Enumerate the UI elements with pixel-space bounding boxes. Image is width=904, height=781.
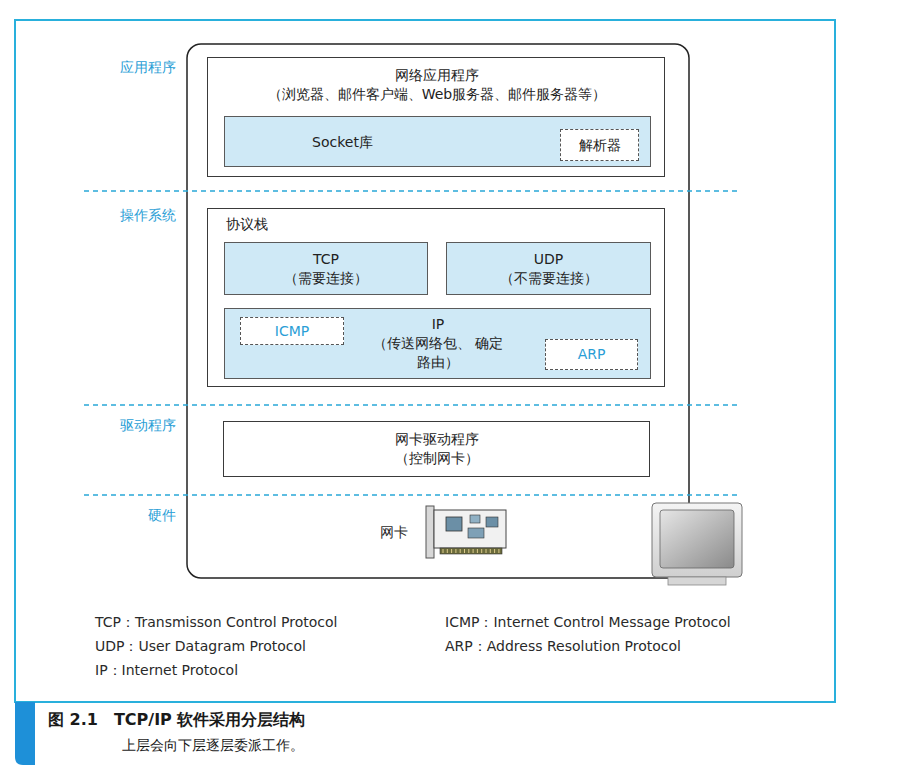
caption-bar (15, 702, 35, 765)
application-box: 网络应用程序（浏览器、邮件客户端、Web服务器、邮件服务器等） Socket库 解析… (207, 57, 665, 177)
node-text: 网卡驱动程序 (395, 430, 479, 449)
node-text: 协议栈 (226, 215, 426, 234)
abbreviation-note: ICMP：Internet Control Message Protocol (445, 613, 731, 631)
figure-title: 图 2.1 TCP/IP 软件采用分层结构 (48, 711, 305, 729)
node-text: （传送网络包、 确定路由） (371, 334, 505, 372)
tcp-box: TCP（需要连接） (224, 242, 428, 295)
node-label: 协议栈 (226, 215, 426, 234)
layer-label: 操作系统 (120, 206, 176, 224)
abbreviation-note: ARP：Address Resolution Protocol (445, 637, 681, 655)
icmp-box: ICMP (240, 317, 344, 345)
node-text: ICMP (275, 322, 309, 341)
protocol-stack-box: 协议栈 TCP（需要连接） UDP（不需要连接） IP（传送网络包、 确定路由） ICM… (207, 208, 665, 387)
layer-label: 硬件 (148, 506, 176, 524)
node-label: 网卡驱动程序（控制网卡） (224, 422, 649, 476)
abbreviation-note: IP：Internet Protocol (95, 661, 238, 679)
udp-box: UDP（不需要连接） (446, 242, 651, 295)
ip-box: IP（传送网络包、 确定路由） ICMP ARP (224, 308, 651, 379)
node-label: 网络应用程序（浏览器、邮件客户端、Web服务器、邮件服务器等） (208, 66, 666, 104)
node-text: （浏览器、邮件客户端、Web服务器、邮件服务器等） (208, 85, 666, 104)
figure-frame (15, 20, 835, 702)
figure-caption: 上层会向下层逐层委派工作。 (122, 736, 304, 754)
layer-label: 驱动程序 (120, 416, 176, 434)
nic-driver-box: 网卡驱动程序（控制网卡） (223, 421, 650, 477)
node-label: 解析器 (561, 130, 638, 160)
node-label: ICMP (241, 318, 343, 344)
node-text: （不需要连接） (500, 269, 598, 288)
arp-box: ARP (545, 339, 638, 370)
node-text: 网络应用程序 (208, 66, 666, 85)
monitor-illustration (652, 503, 742, 585)
node-text: 解析器 (579, 136, 621, 155)
node-text: UDP (534, 250, 563, 269)
node-text: （需要连接） (284, 269, 368, 288)
node-label: Socket库 (225, 133, 460, 152)
layer-label: 应用程序 (120, 58, 176, 76)
socket-library-box: Socket库 解析器 (224, 116, 651, 167)
node-label: TCP（需要连接） (225, 243, 427, 294)
node-text: TCP (313, 250, 339, 269)
node-text: Socket库 (225, 133, 460, 152)
abbreviation-note: TCP：Transmisson Control Protocol (95, 613, 337, 631)
computer-outline (187, 44, 689, 578)
resolver-box: 解析器 (560, 129, 639, 161)
node-text: （控制网卡） (395, 449, 479, 468)
layer-divider (84, 191, 740, 495)
node-label: IP（传送网络包、 确定路由） (371, 315, 505, 372)
part-label: 网卡 (380, 523, 408, 541)
node-text: ARP (578, 345, 606, 364)
abbreviation-note: UDP：User Datagram Protocol (95, 637, 306, 655)
node-label: UDP（不需要连接） (447, 243, 650, 294)
node-text: IP (371, 315, 505, 334)
node-label: ARP (546, 340, 637, 369)
nic-illustration (426, 506, 506, 558)
